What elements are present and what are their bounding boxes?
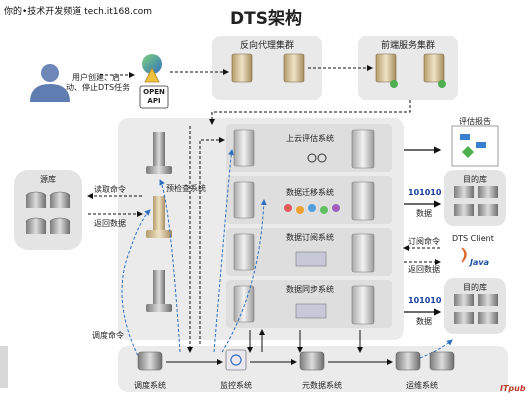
reverse-proxy-cluster-label: 反向代理集群 [239, 41, 294, 51]
cloud-eval-label: 上云评估系统 [286, 134, 334, 143]
dispatch-command-label: 调度命令 [92, 331, 124, 340]
user-label-line1: 用户创建、启 [72, 73, 120, 82]
proxy-server-1 [231, 53, 253, 83]
precheck-pillar-1 [146, 132, 172, 174]
api-label-line2: API [147, 97, 161, 105]
user-label-line2: 动、停止DTS任务 [66, 83, 131, 92]
target-db-icon-2 [454, 294, 498, 324]
ops-icon [395, 351, 455, 371]
read-command-label: 读取命令 [94, 185, 126, 194]
ops-label: 运维系统 [406, 381, 438, 390]
monitor-icon [225, 349, 247, 371]
left-edge-bar [0, 346, 8, 388]
frontend-server-2 [423, 53, 446, 88]
source-db-panel [14, 170, 82, 250]
sync-label: 数据同步系统 [286, 285, 334, 294]
watermark: 你的•技术开发频道 tech.it168.com [4, 7, 153, 17]
subscription-label: 数据订阅系统 [286, 233, 334, 242]
itpub-logo: ITpub [500, 384, 526, 393]
api-label-line1: OPEN [143, 88, 165, 96]
frontend-cluster-label: 前端服务集群 [380, 41, 435, 51]
frontend-cluster-box [358, 36, 458, 100]
system-row-cloud-eval [226, 124, 392, 172]
system-row-migration [226, 176, 392, 224]
data-2-label: 数据 [416, 317, 432, 326]
eval-report-label: 评估报告 [459, 117, 491, 126]
reverse-proxy-cluster-box [212, 36, 322, 100]
java-icon [461, 247, 467, 263]
java-label: Java [470, 258, 489, 267]
monitor-label: 监控系统 [220, 381, 252, 390]
target-db-2-label: 目的库 [463, 283, 487, 292]
return-data-label: 返回数据 [94, 219, 126, 228]
target-db-1-label: 目的库 [463, 175, 487, 184]
return-data-2-label: 返回数据 [408, 265, 440, 274]
precheck-pillar-2 [146, 196, 172, 238]
dts-client-label: DTS Client [452, 234, 494, 243]
page-title: DTS架构 [230, 9, 302, 29]
system-row-sync [226, 280, 392, 328]
metadata-icon [299, 351, 325, 371]
proxy-server-2 [283, 53, 305, 83]
report-icon [451, 125, 499, 167]
source-db-label: 源库 [40, 175, 56, 184]
scheduler-icon [137, 351, 163, 371]
binary-2-label: 101010 [408, 296, 442, 305]
user-icon [30, 64, 70, 102]
binary-1-label: 101010 [408, 188, 442, 197]
metadata-label: 元数据系统 [302, 381, 342, 390]
source-db-icon [25, 191, 71, 234]
precheck-pillar-3 [146, 270, 172, 312]
globe-icon [142, 54, 162, 83]
migration-label: 数据迁移系统 [286, 188, 334, 197]
precheck-label: 预检查系统 [166, 184, 206, 193]
system-row-subscription [226, 228, 392, 276]
subscribe-command-label: 订阅命令 [408, 237, 440, 246]
data-1-label: 数据 [416, 209, 432, 218]
target-db-icon-1 [454, 186, 498, 216]
open-api-badge [139, 85, 169, 109]
frontend-server-1 [375, 53, 398, 88]
scheduler-label: 调度系统 [134, 381, 166, 390]
